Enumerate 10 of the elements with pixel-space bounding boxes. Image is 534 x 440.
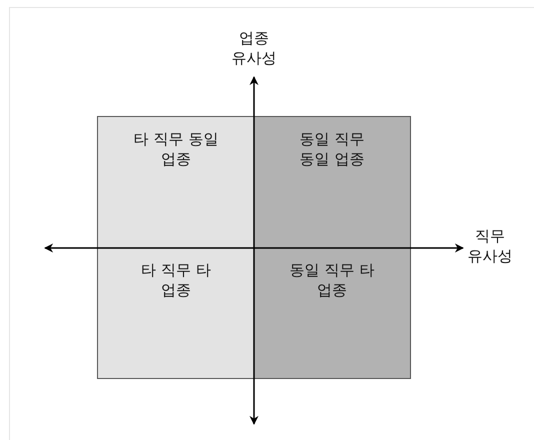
quadrant-label: 동일 직무 타 업종	[288, 260, 376, 300]
quadrant-box	[254, 116, 411, 248]
quadrant-label: 타 직무 동일 업종	[132, 129, 220, 169]
quadrant-box	[97, 116, 254, 248]
quadrant-label: 타 직무 타 업종	[140, 260, 212, 300]
quadrant-label: 동일 직무 동일 업종	[298, 129, 366, 169]
axis-label: 업종 유사성	[230, 28, 278, 68]
quadrant-box	[97, 248, 254, 379]
axis-label: 직무 유사성	[466, 226, 514, 266]
quadrant-box	[254, 248, 411, 379]
